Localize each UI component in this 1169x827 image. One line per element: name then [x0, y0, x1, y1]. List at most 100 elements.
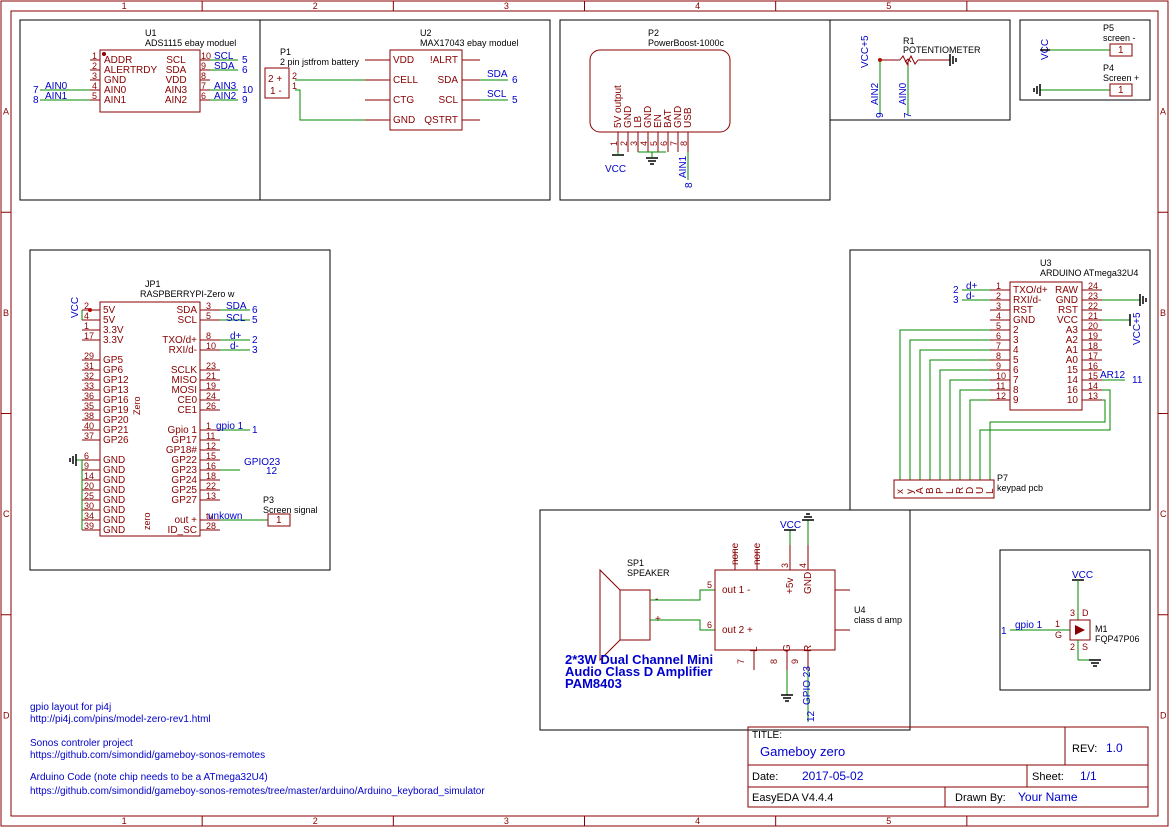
u2-left-pin-name: CTG	[393, 95, 414, 106]
p3-connector[interactable]	[267, 513, 291, 527]
p1-connector[interactable]	[264, 67, 290, 99]
border-row-label-left: C	[3, 509, 10, 519]
jp1-left-pin-name: GND	[103, 455, 125, 466]
jp1-left-pin-num: 17	[84, 331, 94, 341]
jp1-net-label: GPIO23	[244, 457, 281, 468]
border-col-label-bottom: 5	[886, 816, 891, 826]
jp1-right-pin-name: SCLK	[171, 365, 197, 376]
jp1-left-pin-name: GND	[103, 485, 125, 496]
jp1-net-num: 6	[252, 305, 258, 316]
jp1-right-pin-num: 8	[206, 331, 211, 341]
m1-pin-2: 2	[1070, 642, 1075, 652]
jp1-net-label: d+	[230, 331, 242, 342]
drawn-value: Your Name	[1018, 790, 1078, 804]
title-block: TITLE: Gameboy zero REV: 1.0 Date: 2017-…	[747, 726, 1149, 808]
jp1-right-pin-name: GP23	[171, 465, 197, 476]
u2-net-label: SCL	[487, 89, 507, 100]
jp1-right-pin-num: 12	[206, 441, 216, 451]
jp1-right-pin-num: 10	[206, 341, 216, 351]
u4-bottom-pin-num: 8	[769, 659, 779, 664]
u3-right-pin-name: 14	[1067, 375, 1079, 386]
u1-right-pin-num: 7	[201, 81, 206, 91]
u1-right-pin-name: SDA	[166, 65, 187, 76]
p7-key-label: x	[895, 489, 906, 494]
jp1-net-num: 1	[252, 425, 258, 436]
amp-desc-2: Audio Class D Amplifier	[565, 664, 713, 679]
tool-label: EasyEDA V4.4.4	[752, 792, 833, 804]
u2-right-pin-name: SDA	[437, 75, 458, 86]
jp1-right-pin-num: 21	[206, 371, 216, 381]
u1-left-net-num: 8	[33, 95, 39, 106]
jp1-vcc: VCC	[70, 297, 81, 318]
p5-name: screen -	[1103, 33, 1136, 43]
jp1-side-label-2: zero	[142, 512, 152, 530]
border-col-label-top: 2	[313, 1, 318, 11]
jp1-left-pin-name: 5V	[103, 305, 116, 316]
u4-body[interactable]	[714, 569, 836, 651]
p2-pin-name: GND	[673, 106, 684, 128]
u1-left-net-label: AIN0	[45, 81, 68, 92]
jp1-right-pin-num: 3	[206, 301, 211, 311]
jp1-left-pin-num: 36	[84, 391, 94, 401]
p4-ref: P4	[1103, 63, 1114, 73]
u1-body[interactable]	[99, 49, 201, 113]
p3-ref: P3	[263, 495, 274, 505]
jp1-net-num: 3	[252, 345, 258, 356]
jp1-body[interactable]	[99, 301, 201, 537]
p2-vcc: VCC	[605, 164, 626, 175]
sp1-name: SPEAKER	[627, 568, 670, 578]
u3-right-pin-num: 17	[1088, 351, 1098, 361]
p7-connector[interactable]	[893, 479, 995, 499]
m1-pin-d: D	[1082, 608, 1089, 618]
m1-ref: M1	[1095, 624, 1108, 634]
jp1-left-pin-num: 33	[84, 381, 94, 391]
p5-connector[interactable]	[1109, 43, 1133, 57]
rev-value: 1.0	[1106, 741, 1123, 755]
jp1-right-pin-num: 18	[206, 471, 216, 481]
p2-pin-name: EN	[653, 114, 664, 128]
u3-right-pin-name: A0	[1066, 355, 1079, 366]
jp1-left-pin-num: 20	[84, 481, 94, 491]
jp1-right-pin-name: GP27	[171, 495, 197, 506]
m1-ground-icon	[1089, 659, 1101, 667]
rev-label: REV:	[1072, 743, 1097, 755]
u4-section: SP1 SPEAKER - + U4 class d amp 3+5v4GNDn…	[539, 509, 911, 731]
p7-name: keypad pcb	[997, 483, 1043, 493]
u3-right-pin-num: 24	[1088, 281, 1098, 291]
speaker-symbol[interactable]	[619, 589, 651, 641]
jp1-left-pin-name: 5V	[103, 315, 116, 326]
jp1-right-pin-name: out +	[174, 515, 197, 526]
u3-right-pin-num: 16	[1088, 361, 1098, 371]
u1-right-pin-name: VDD	[165, 75, 186, 86]
p2-pin-name: 5V output	[613, 85, 624, 128]
u1-left-pin-name: ADDR	[104, 55, 132, 66]
p2-ground-icon	[646, 157, 658, 165]
border-row-label-left: A	[3, 107, 9, 117]
p7-key-label: P	[935, 487, 946, 494]
jp1-right-pin-name: MISO	[171, 375, 197, 386]
u3-right-pin-name: 10	[1067, 395, 1079, 406]
p2-body[interactable]	[589, 49, 731, 133]
border-row-label-right: D	[1160, 710, 1167, 720]
u4-top-pin-name: GND	[803, 572, 814, 594]
sheet-label: Sheet:	[1032, 771, 1064, 783]
u2-body[interactable]	[389, 49, 463, 131]
u3-left-pin-name: 5	[1013, 355, 1019, 366]
u4-bottom-pin-num: 9	[790, 659, 800, 664]
u3-left-pin-num: 10	[996, 371, 1006, 381]
u3-left-pin-num: 4	[996, 311, 1001, 321]
jp1-right-pin-num: 22	[206, 481, 216, 491]
u1-left-pin-name: AIN0	[104, 85, 127, 96]
border-col-label-bottom: 1	[122, 816, 127, 826]
u3-body[interactable]	[1009, 281, 1083, 411]
u3-left-pin-num: 5	[996, 321, 1001, 331]
p5-pin: 1	[1118, 45, 1124, 56]
m1-section: VCC gpio 1 1 M1 FQP47P06 1 G 3 D 2 S	[999, 549, 1151, 691]
p2-ref: P2	[648, 28, 659, 38]
m1-net: gpio 1	[1015, 620, 1043, 631]
u1-left-pin-name: AIN1	[104, 95, 127, 106]
border-row-label-right: C	[1160, 509, 1167, 519]
p4-connector[interactable]	[1109, 83, 1133, 97]
